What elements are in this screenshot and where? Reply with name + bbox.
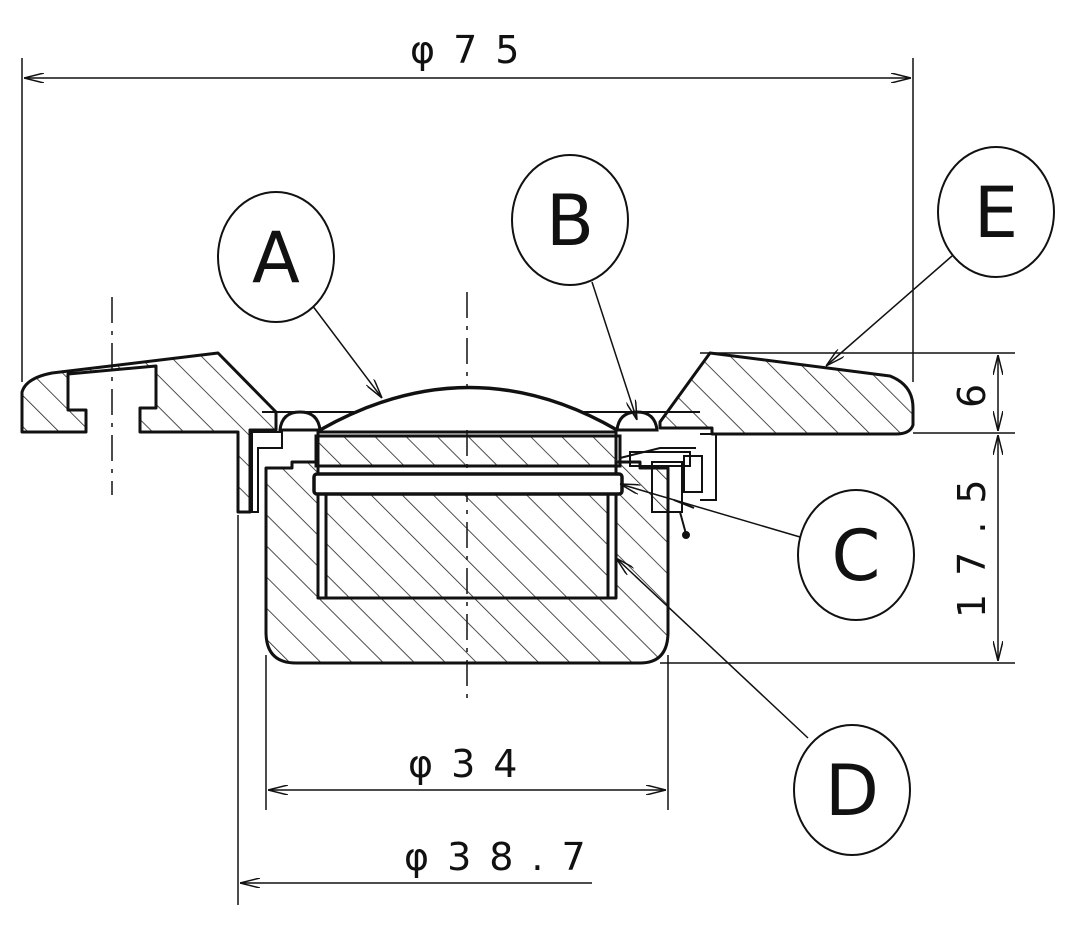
dim-flange-thickness: 6 [950,366,994,408]
callout-e-letter: E [974,172,1018,254]
top-plate [314,434,622,468]
magnet [324,492,610,600]
dim-body-depth: 17.5 [950,461,994,618]
dim-frame-diameter: φ38.7 [404,835,604,879]
magnet-housing [264,460,670,665]
dome-diaphragm [319,385,618,432]
callout-a-letter: A [252,217,300,299]
extension-lines [21,58,1015,905]
callout-d-letter: D [825,750,879,832]
flange-right [658,351,915,436]
callout-c-letter: C [832,515,881,597]
leader-line-c [620,484,801,538]
dim-magnet-diameter: φ34 [408,742,535,786]
callout-b-letter: B [546,180,594,262]
leader-lines [311,255,953,739]
callout-b: B [511,154,629,286]
flange-left [20,351,278,514]
terminal-assembly [619,433,717,539]
callout-e: E [937,146,1055,278]
leader-line-b [591,281,637,420]
callout-a: A [217,191,335,323]
callout-c: C [797,489,915,621]
leader-line-a [311,304,382,398]
dim-overall-diameter: φ75 [410,28,537,72]
leader-line-e [826,255,953,366]
leader-line-d [616,558,809,739]
callout-d: D [793,724,911,856]
dimension-lines [24,78,998,883]
frame-bracket-left [251,431,283,513]
washer-plate [312,472,624,496]
